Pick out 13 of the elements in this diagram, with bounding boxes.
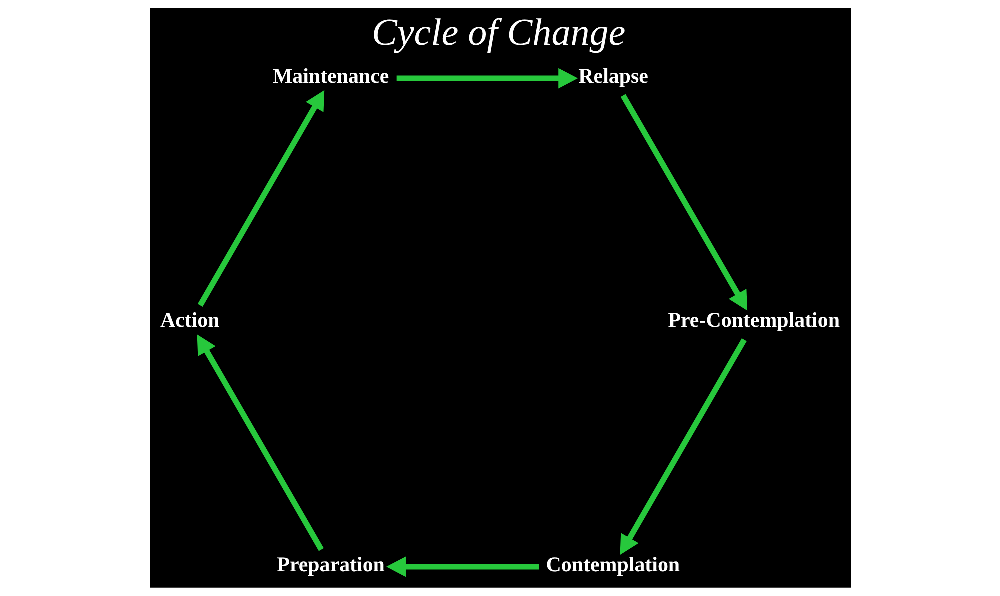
- arrow: [196, 334, 324, 552]
- arrow: [396, 68, 578, 89]
- arrow: [620, 94, 748, 311]
- node-text: Maintenance: [272, 64, 389, 88]
- arrow: [197, 90, 324, 307]
- arrow: [386, 556, 539, 578]
- node-text: Action: [160, 308, 220, 332]
- node-text: Preparation: [276, 552, 384, 576]
- node-text: Contemplation: [546, 552, 680, 576]
- node-text: Relapse: [578, 64, 648, 88]
- node-text: Pre-Contemplation: [668, 308, 840, 332]
- diagram-title: Cycle of Change: [371, 12, 626, 54]
- arrow: [620, 338, 746, 556]
